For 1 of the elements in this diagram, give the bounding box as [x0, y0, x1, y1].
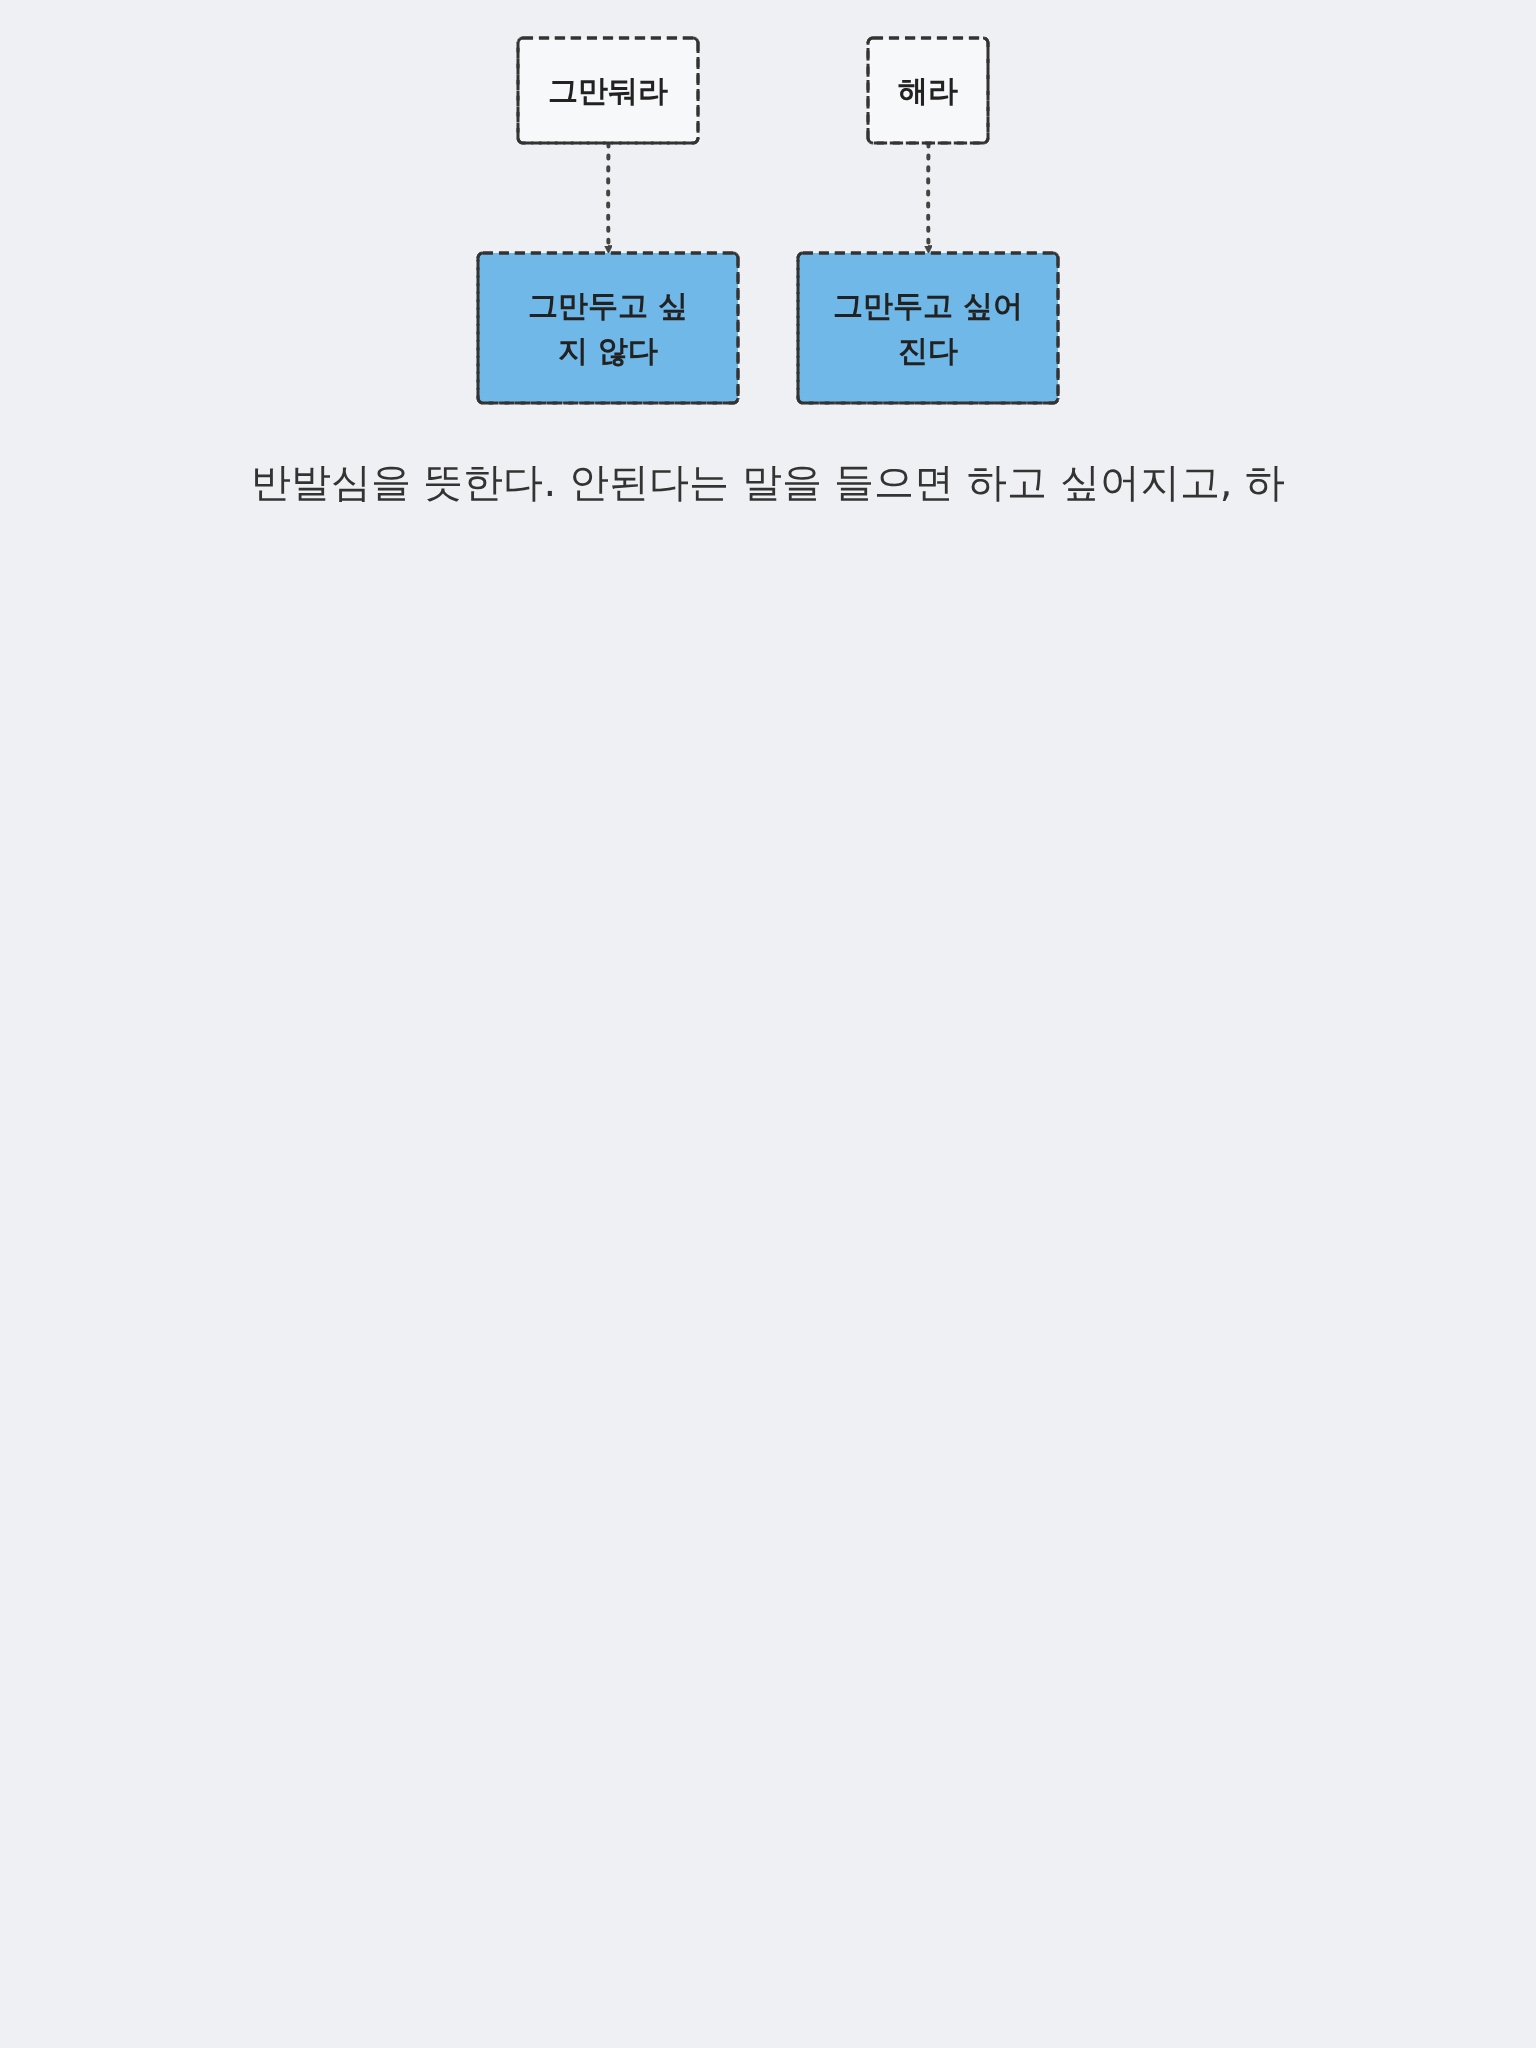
body-text: 반발심을 뜻한다. 안된다는 말을 들으면 하고 싶어지고, 하	[250, 458, 1286, 507]
